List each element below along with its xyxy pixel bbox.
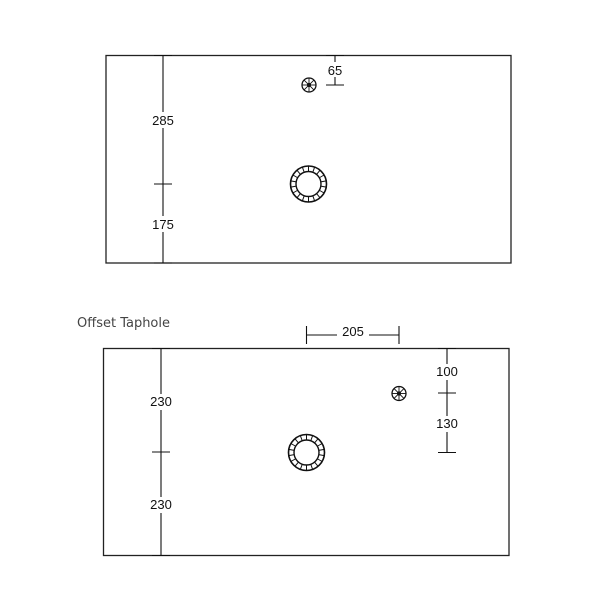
basin-outline bbox=[105, 54, 512, 264]
dim-left-lower: 175 bbox=[152, 217, 174, 232]
dim-left-upper: 285 bbox=[152, 113, 174, 128]
dim-right-upper: 100 bbox=[436, 364, 458, 379]
diagram-standard-taphole: 285 175 65 bbox=[105, 54, 512, 264]
waste-outlet-icon bbox=[289, 165, 328, 203]
dim-tap-from-top: 65 bbox=[328, 63, 342, 78]
tap-hole-icon bbox=[391, 385, 407, 402]
waste-outlet-icon bbox=[287, 433, 326, 472]
tap-top-dimension: 65 bbox=[324, 54, 346, 86]
tap-hole-icon bbox=[301, 77, 317, 93]
diagram-offset-taphole: Offset Taphole 230 230 205 bbox=[77, 316, 510, 557]
left-dimension: 285 175 bbox=[150, 54, 178, 264]
horizontal-offset-dimension: 205 bbox=[305, 324, 400, 344]
dim-left-upper: 230 bbox=[150, 394, 172, 409]
left-dimension: 230 230 bbox=[147, 347, 175, 557]
basin-outline bbox=[102, 347, 510, 557]
diagram-title: Offset Taphole bbox=[77, 316, 170, 331]
dim-right-lower: 130 bbox=[436, 416, 458, 431]
right-dimension: 100 130 bbox=[432, 347, 462, 454]
dim-tap-horizontal-offset: 205 bbox=[342, 324, 364, 339]
dim-left-lower: 230 bbox=[150, 497, 172, 512]
